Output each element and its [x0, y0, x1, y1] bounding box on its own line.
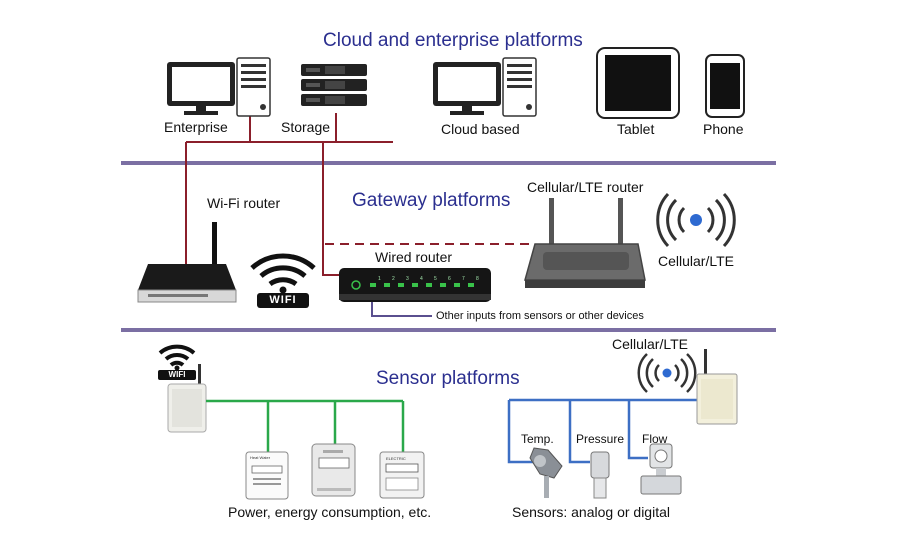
label-cloud-based: Cloud based: [441, 121, 520, 137]
blue-links: [507, 398, 697, 464]
divider-bottom: [121, 328, 776, 332]
wifi-sensor-hub-icon: [167, 364, 207, 433]
cloud-computer-icon: [433, 57, 537, 117]
port-number: 8: [476, 276, 479, 282]
label-other-inputs: Other inputs from sensors or other devic…: [436, 310, 644, 322]
label-wifi-router: Wi-Fi router: [207, 195, 281, 211]
port-number: 3: [406, 276, 409, 282]
label-cellular-router: Cellular/LTE router: [527, 179, 644, 195]
port-number: 6: [448, 276, 451, 282]
label-flow: Flow: [642, 432, 668, 446]
storage-icon: [301, 64, 367, 106]
label-cellular-lte: Cellular/LTE: [658, 253, 734, 269]
temperature-sensor-icon: [529, 447, 563, 498]
cellular-signal-icon: [656, 192, 736, 248]
green-links: [206, 399, 405, 452]
label-sensor-cellular-lte: Cellular/LTE: [612, 336, 688, 352]
electric-meter-icon: [379, 451, 425, 499]
label-pressure: Pressure: [576, 432, 625, 446]
label-power-caption: Power, energy consumption, etc.: [228, 504, 432, 520]
divider-top: [121, 161, 776, 165]
label-sensors-caption: Sensors: analog or digital: [512, 504, 670, 520]
port-number: 1: [378, 276, 381, 282]
section-title-sensor: Sensor platforms: [376, 368, 520, 389]
sensor-wifi-logo-icon: [158, 344, 196, 380]
sensor-cellular-signal-icon: [637, 353, 697, 393]
port-number: 2: [392, 276, 395, 282]
meter-label-heat-water: Heat Water: [250, 455, 271, 460]
wired-router-icon: [339, 268, 491, 302]
gas-meter-icon: [311, 443, 356, 497]
tablet-icon: [596, 47, 680, 119]
flow-sensor-icon: [640, 443, 682, 495]
router-port-numbers: 1 2 3 4 5 6 7 8: [368, 276, 480, 284]
port-number: 4: [420, 276, 423, 282]
wifi-router-icon: [137, 222, 237, 303]
port-number: 5: [434, 276, 437, 282]
cellular-sensor-hub-icon: [696, 349, 738, 425]
label-wired-router: Wired router: [375, 249, 453, 265]
cellular-router-icon: [524, 198, 646, 288]
port-number: 7: [462, 276, 465, 282]
label-enterprise: Enterprise: [164, 119, 228, 135]
enterprise-computer-icon: [167, 57, 271, 117]
label-temp: Temp.: [521, 432, 554, 446]
sensor-wifi-badge-text: WIFI: [168, 370, 186, 379]
label-storage: Storage: [281, 119, 331, 135]
phone-icon: [705, 54, 745, 118]
wifi-logo-icon: [250, 253, 316, 308]
wifi-badge-text: WIFI: [269, 294, 297, 306]
other-inputs-link: [371, 302, 432, 317]
pressure-sensor-icon: [590, 451, 610, 499]
meter-label-electric: ELECTRIC: [386, 456, 406, 461]
section-title-cloud: Cloud and enterprise platforms: [323, 30, 583, 51]
section-title-gateway: Gateway platforms: [352, 190, 511, 211]
label-phone: Phone: [703, 121, 744, 137]
label-tablet: Tablet: [617, 121, 655, 137]
heat-water-meter-icon: [245, 451, 289, 500]
